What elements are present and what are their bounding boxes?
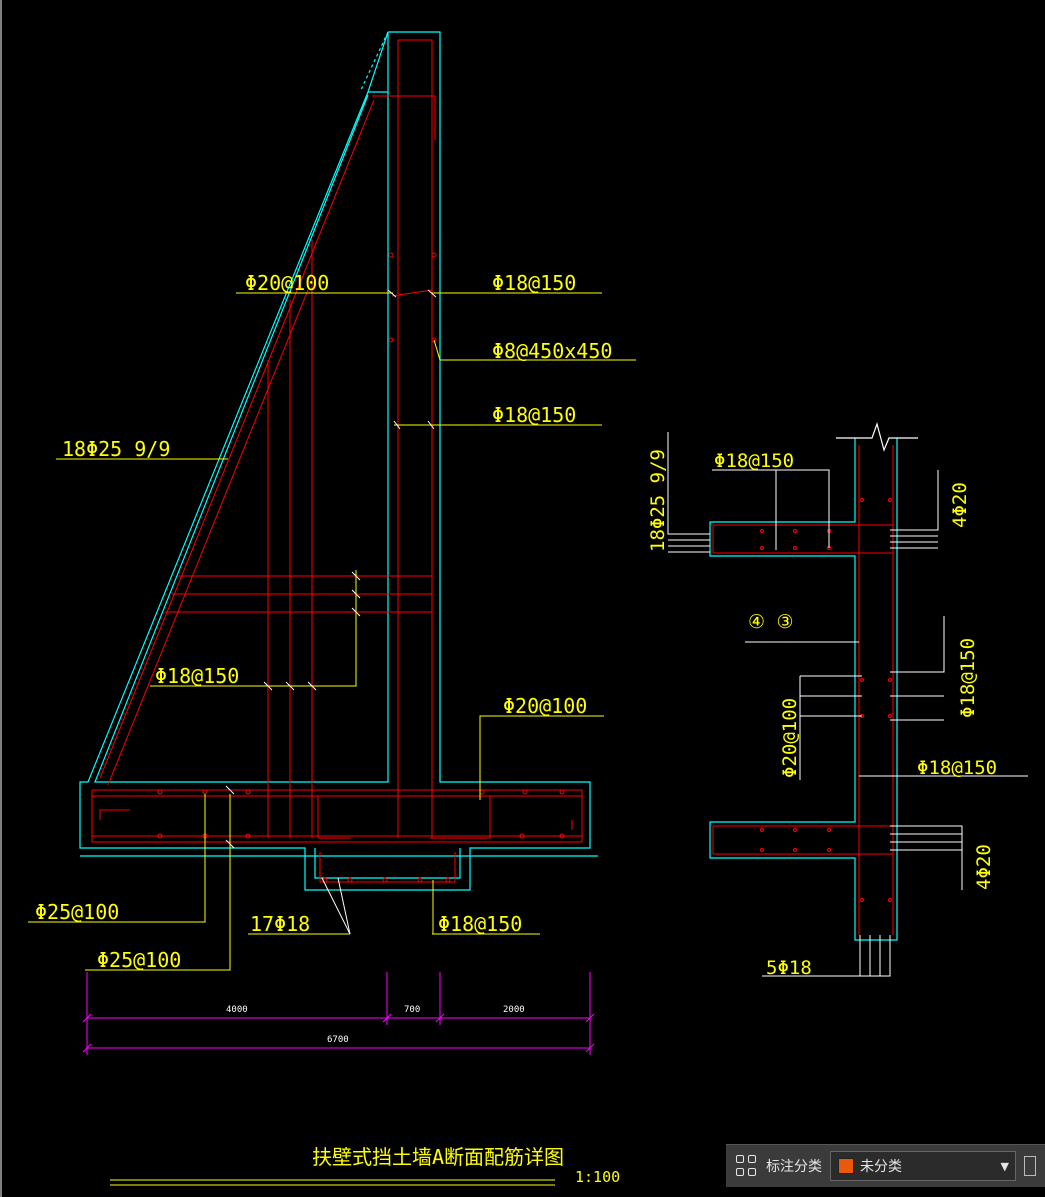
side-labels: Φ18@150 18Φ25 9/9 4Φ20 ④ ③ Φ18@150 Φ20@1… xyxy=(647,449,997,979)
drawing-title: 扶壁式挡土墙A断面配筋详图 xyxy=(312,1145,564,1169)
side-label-18phi25: 18Φ25 9/9 xyxy=(647,449,669,552)
side-label-4phi20-bot: 4Φ20 xyxy=(973,844,995,890)
side-outline xyxy=(709,421,918,941)
side-label-phi18-150-a: Φ18@150 xyxy=(714,450,794,472)
label-phi20-100-top: Φ20@100 xyxy=(245,271,329,295)
dim-2000: 2000 xyxy=(503,1005,525,1015)
label-phi8: Φ8@450x450 xyxy=(492,339,612,363)
label-phi18-150-top: Φ18@150 xyxy=(492,271,576,295)
wall-rebars xyxy=(91,39,583,883)
dim-700: 700 xyxy=(404,1005,420,1015)
side-label-5phi18: 5Φ18 xyxy=(766,957,812,979)
label-18phi25: 18Φ25 9/9 xyxy=(62,437,170,461)
label-phi18-150-key: Φ18@150 xyxy=(438,912,522,936)
annotation-category-select[interactable]: 未分类 ▼ xyxy=(830,1151,1016,1181)
side-leaders xyxy=(667,432,1028,977)
dim-4000: 4000 xyxy=(226,1005,248,1015)
label-17phi18: 17Φ18 xyxy=(250,912,310,936)
side-label-phi18-150-b: Φ18@150 xyxy=(917,757,997,779)
panel-toggle-icon[interactable] xyxy=(1024,1156,1036,1176)
side-label-phi20-100-vert: Φ20@100 xyxy=(779,698,801,778)
dimension-texts: 4000 700 2000 6700 xyxy=(226,1005,525,1045)
label-phi25-100-a: Φ25@100 xyxy=(35,900,119,924)
leader-ticks xyxy=(225,289,437,935)
dimension-lines xyxy=(82,972,595,1055)
main-leaders xyxy=(28,292,636,1186)
side-label-marks: ④ ③ xyxy=(748,611,794,633)
side-label-4phi20-top: 4Φ20 xyxy=(949,482,971,528)
dim-6700: 6700 xyxy=(327,1035,349,1045)
main-labels: Φ20@100 Φ18@150 Φ8@450x450 Φ18@150 18Φ25… xyxy=(35,271,612,972)
side-rebars xyxy=(712,445,894,935)
label-phi18-150-mid: Φ18@150 xyxy=(492,403,576,427)
annotation-category-bar: 标注分类 未分类 ▼ xyxy=(726,1144,1045,1187)
category-color-swatch xyxy=(838,1158,854,1174)
label-phi18-150-rib: Φ18@150 xyxy=(155,664,239,688)
grid-icon[interactable] xyxy=(736,1155,758,1177)
drawing-scale: 1:100 xyxy=(575,1168,620,1186)
annotation-category-value: 未分类 xyxy=(860,1158,902,1174)
side-label-phi18-150-vert: Φ18@150 xyxy=(957,638,979,718)
wall-outline xyxy=(79,31,598,891)
label-phi20-100-heel: Φ20@100 xyxy=(503,694,587,718)
chevron-down-icon: ▼ xyxy=(1000,1159,1009,1173)
label-phi25-100-b: Φ25@100 xyxy=(97,948,181,972)
annotation-category-label: 标注分类 xyxy=(766,1158,822,1174)
